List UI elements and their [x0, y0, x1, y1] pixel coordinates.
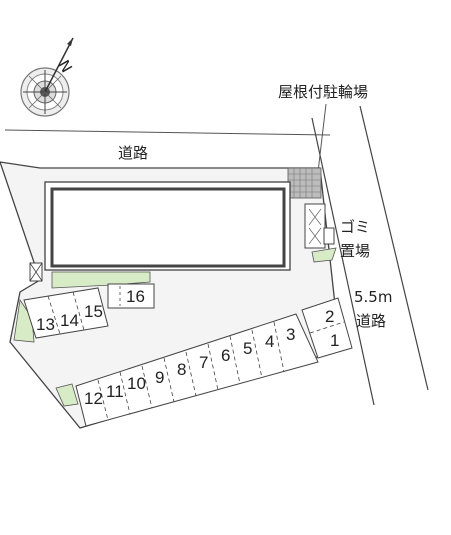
parking-space-4: 4 [265, 332, 274, 351]
parking-standalone: 16 [107, 283, 155, 309]
parking-space-9: 9 [155, 368, 164, 387]
bicycle-pointer [317, 103, 327, 173]
road-top-label: 道路 [118, 144, 148, 162]
garbage-label-line2: 置場 [340, 242, 370, 260]
garbage-area-icon [304, 203, 337, 263]
x-box-icon [29, 262, 43, 282]
compass-icon: N [20, 37, 76, 117]
parking-lower-row: 12 11 10 9 8 7 6 5 4 3 [75, 313, 319, 427]
road-edge-right-2 [359, 105, 429, 391]
building [50, 187, 286, 268]
road-edge-right-1 [311, 117, 375, 406]
bicycle-parking-label: 屋根付駐輪場 [278, 83, 368, 101]
parking-space-11: 11 [106, 382, 124, 401]
parking-space-5: 5 [243, 339, 252, 358]
parking-space-2: 2 [325, 307, 334, 326]
parking-space-3: 3 [286, 325, 295, 344]
parking-space-15: 15 [84, 302, 103, 321]
parking-space-6: 6 [221, 346, 230, 365]
parking-space-16: 16 [126, 287, 145, 306]
bicycle-parking-area [287, 167, 322, 199]
parking-space-13: 13 [36, 315, 55, 334]
parking-space-10: 10 [127, 374, 146, 393]
parking-space-14: 14 [60, 311, 79, 330]
parking-space-8: 8 [177, 360, 186, 379]
parking-space-12: 12 [84, 389, 103, 408]
road-edge-top [4, 129, 331, 136]
road-width-label: 5.5m [354, 288, 392, 306]
green-strip-bottom [55, 383, 79, 407]
garbage-label-line1: ゴミ [340, 218, 370, 236]
road-right-label: 道路 [356, 312, 386, 330]
parking-right-pair: 2 1 [301, 297, 353, 359]
parking-space-7: 7 [199, 353, 208, 372]
parking-space-1: 1 [330, 331, 339, 350]
parking-upper-left: 13 14 15 [23, 287, 109, 339]
